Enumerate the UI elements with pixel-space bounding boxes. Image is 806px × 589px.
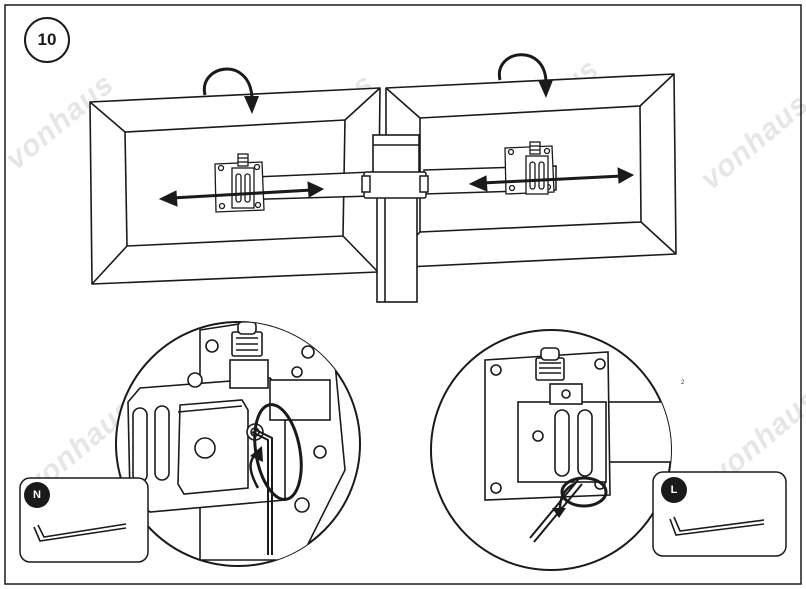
vesa-plate-left <box>214 153 265 213</box>
step-circle <box>24 17 70 63</box>
rotate-arrow-icon <box>497 53 553 98</box>
stray-mark: 2 <box>681 380 685 386</box>
double-arrow-icon <box>468 167 635 192</box>
step-number: 10 <box>37 30 57 49</box>
pole <box>372 134 420 303</box>
rotate-arrow-icon <box>552 482 575 518</box>
rotate-arrow-icon <box>202 67 259 114</box>
vesa-plate-right <box>504 141 555 195</box>
hex-key-left <box>251 403 303 555</box>
hex-key-icon <box>33 523 127 542</box>
tool-inset-right <box>652 471 787 557</box>
tool-badge-left <box>24 482 50 508</box>
detail-right-contents <box>484 347 671 501</box>
page-border <box>4 4 802 585</box>
highlight-ring <box>560 476 608 508</box>
detail-left-contents <box>127 322 346 561</box>
tool-badge-right <box>661 477 687 503</box>
tool-label-right: L <box>670 484 678 496</box>
rotate-arrow-icon <box>249 446 263 489</box>
hex-key-icon <box>669 516 765 536</box>
double-arrow-icon <box>158 181 325 207</box>
tool-label-left: N <box>33 489 41 501</box>
tool-inset-left <box>19 477 149 563</box>
